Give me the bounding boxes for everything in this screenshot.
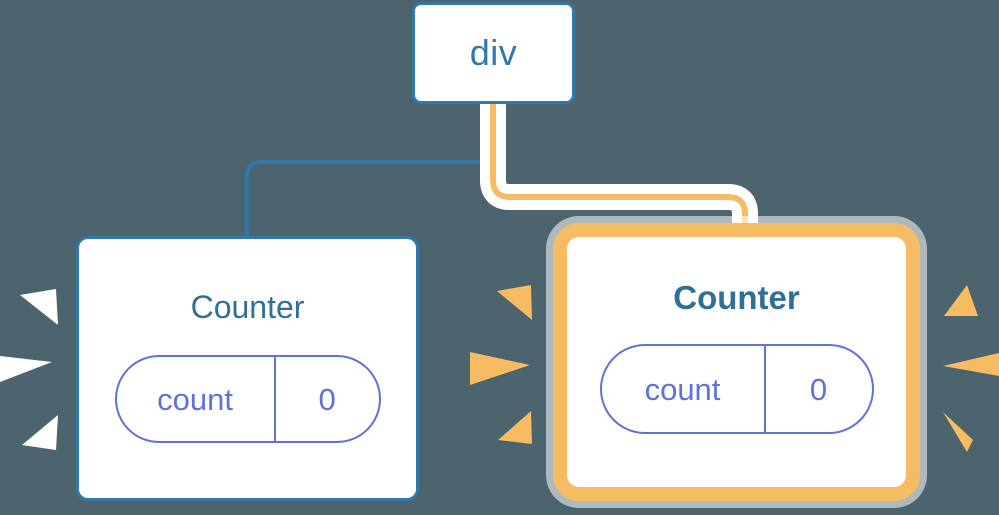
ray-white-mid bbox=[0, 356, 52, 382]
ray-group-right-orange bbox=[943, 285, 999, 452]
ray-white-down bbox=[22, 415, 58, 450]
node-counter-left[interactable]: Counter count 0 bbox=[76, 236, 419, 501]
node-counter-right[interactable]: Counter count 0 bbox=[553, 223, 920, 501]
ray-orange-right-center bbox=[943, 353, 999, 376]
state-key-right: count bbox=[602, 346, 766, 432]
ray-orange-right-down bbox=[943, 412, 973, 452]
state-key-left: count bbox=[117, 357, 276, 441]
node-div[interactable]: div bbox=[412, 2, 575, 104]
ray-orange-mid-up bbox=[497, 285, 532, 320]
state-pill-left: count 0 bbox=[114, 355, 381, 443]
ray-group-left-white bbox=[0, 289, 58, 450]
node-counter-left-title: Counter bbox=[190, 289, 305, 325]
ray-group-middle-orange bbox=[470, 285, 532, 444]
state-value-right: 0 bbox=[809, 371, 828, 407]
ray-orange-mid-down bbox=[498, 411, 532, 444]
state-pill-right: count 0 bbox=[599, 344, 874, 434]
edge-div-to-counter-right-halo bbox=[480, 104, 758, 240]
edge-div-to-counter-right bbox=[490, 104, 748, 240]
state-value-left: 0 bbox=[318, 381, 336, 417]
ray-orange-right-up bbox=[944, 285, 978, 316]
ray-orange-mid-center bbox=[470, 352, 530, 385]
node-counter-right-title: Counter bbox=[673, 279, 800, 316]
ray-white-up bbox=[20, 289, 58, 325]
edge-div-to-counter-left bbox=[245, 104, 495, 238]
node-div-label: div bbox=[469, 32, 518, 73]
